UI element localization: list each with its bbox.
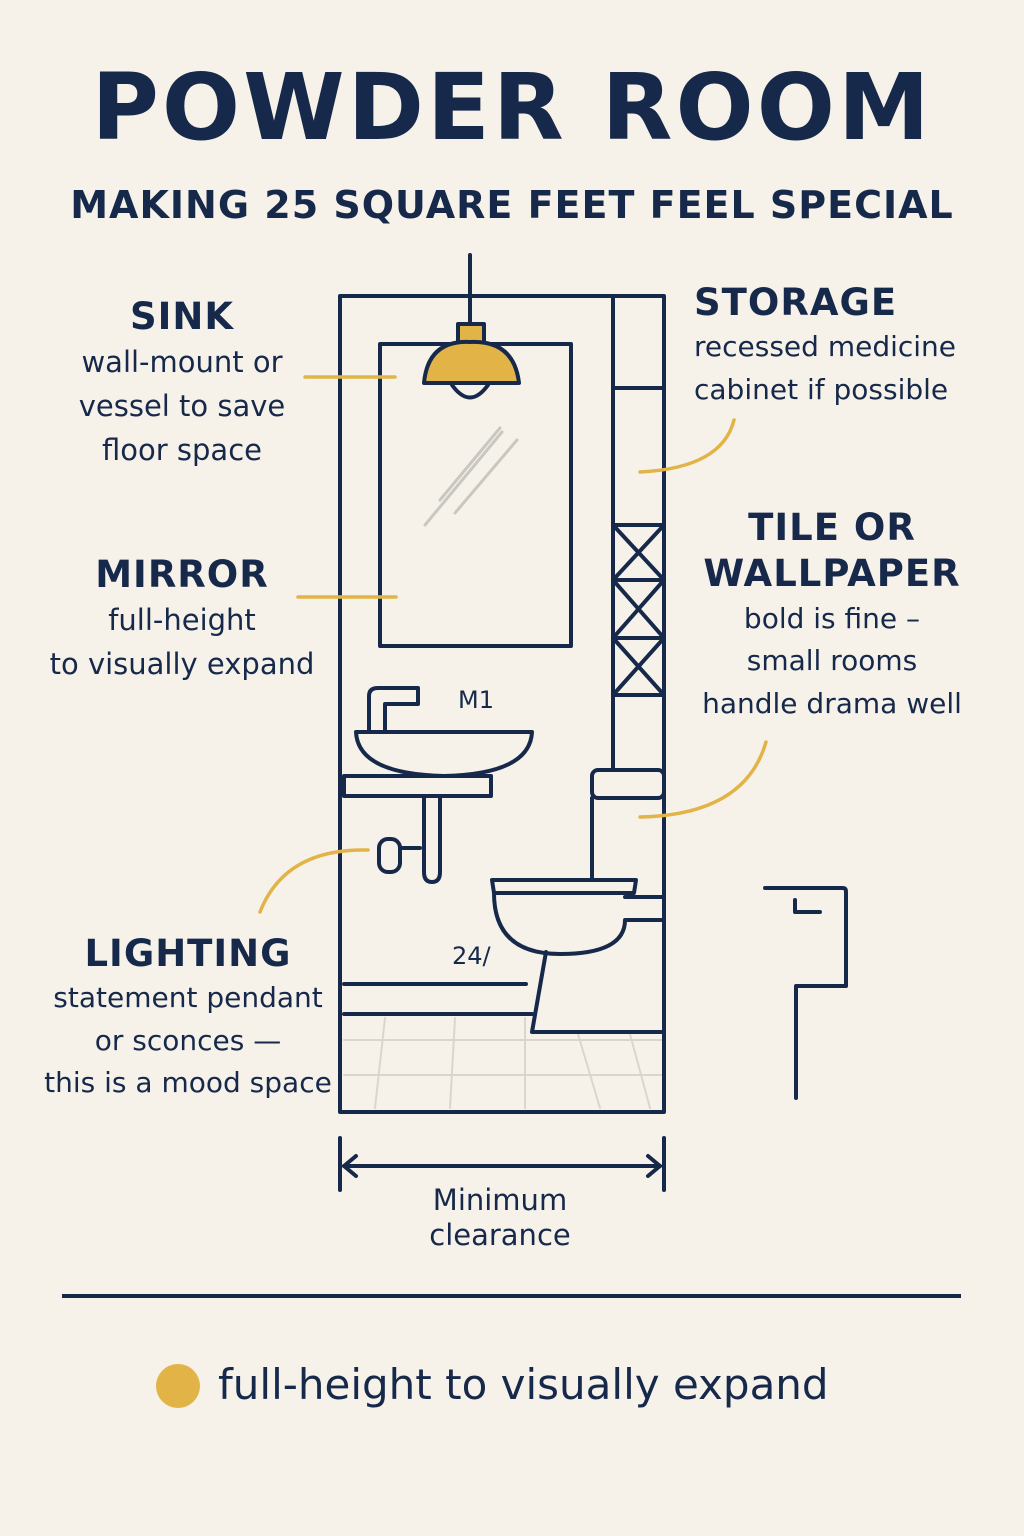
- sink-faucet: [367, 686, 420, 734]
- sink-description: wall-mount or vessel to save floor space: [78, 345, 286, 468]
- dimension-label: Minimum clearance: [429, 1183, 571, 1252]
- sink-tag: M1: [458, 686, 494, 714]
- storage-label: STORAGE recessed medicine cabinet if pos…: [694, 280, 1014, 411]
- mirror-description: full-height to visually expand: [49, 603, 315, 682]
- tile-leader: [638, 740, 768, 819]
- sink-basin: [354, 730, 534, 778]
- floor-tile-grid: [343, 1017, 663, 1109]
- sink-heading: SINK: [129, 295, 235, 338]
- tile-label: TILE OR WALLPAPER bold is fine – small r…: [680, 505, 984, 725]
- mirror-label: MIRROR full-height to visually expand: [40, 552, 324, 686]
- sink-drain-pipe: [422, 794, 442, 884]
- side-elevation-fixture: [763, 886, 848, 1100]
- lighting-description: statement pendant or sconces — this is a…: [44, 981, 332, 1100]
- mirror: [378, 342, 573, 648]
- pendant-shade: [422, 339, 521, 385]
- storage-description: recessed medicine cabinet if possible: [694, 330, 957, 406]
- page-title: POWDER ROOM: [91, 54, 933, 161]
- lighting-heading: LIGHTING: [84, 932, 292, 975]
- legend-dot-icon: [156, 1364, 200, 1408]
- diamond-tile-panel: [611, 523, 666, 697]
- toilet-seat: [490, 878, 638, 895]
- toilet-bowl: [492, 891, 666, 956]
- lighting-leader: [258, 848, 370, 914]
- storage-leader: [638, 418, 736, 474]
- lighting-label: LIGHTING statement pendant or sconces — …: [40, 931, 336, 1105]
- tile-description: bold is fine – small rooms handle drama …: [702, 601, 962, 720]
- toilet-base: [530, 950, 666, 1034]
- tile-heading: TILE OR WALLPAPER: [703, 506, 961, 596]
- mirror-heading: MIRROR: [95, 553, 269, 596]
- vanity-shelf: [342, 774, 493, 798]
- legend-text: full-height to visually expand: [218, 1360, 829, 1409]
- toilet-tank: [590, 768, 666, 800]
- baseboard: [342, 982, 534, 1016]
- storage-heading: STORAGE: [694, 281, 898, 324]
- mirror-glare: [423, 426, 519, 527]
- sink-label: SINK wall-mount or vessel to save floor …: [40, 294, 324, 472]
- dimension-line: [338, 1136, 666, 1192]
- page-subtitle: MAKING 25 SQUARE FEET FEEL SPECIAL: [70, 183, 954, 227]
- toilet-tag: 24/: [452, 942, 491, 970]
- pendant-bulb: [450, 383, 490, 400]
- room-outline: [338, 294, 666, 1114]
